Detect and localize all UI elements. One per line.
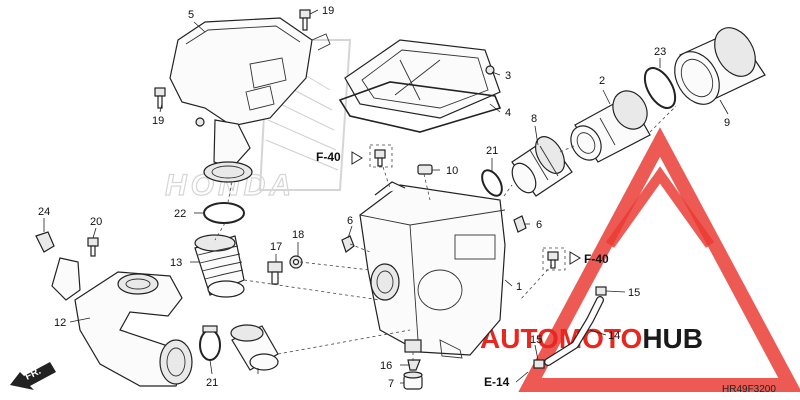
part-21-band-upper [481,169,503,197]
callout-10: 10 [446,165,458,177]
part-1-case [359,181,506,359]
part-20-bolt [87,237,99,257]
callout-20: 20 [90,216,102,228]
part-23-band [643,67,677,109]
part-21-band-lower [199,325,221,361]
part-10-grommet [417,164,433,175]
callout-8: 8 [531,113,537,125]
f40-connector-right [542,247,581,271]
part-12-inlet-duct [51,257,193,387]
ref-f40-left: F-40 [316,150,341,164]
part-8-tube [511,136,573,197]
callout-15-lower: 15 [530,334,542,346]
callout-4: 4 [505,107,511,119]
honda-wing-logo: HONDA [164,39,352,203]
part-7-plug [403,371,423,390]
part-6-clip-right [513,215,527,233]
callout-9: 9 [724,117,730,129]
callout-19-left: 19 [152,115,164,127]
front-arrow: FR. [10,362,56,390]
part-9-foam-sleeve [674,27,766,105]
part-13-intake-rubber [194,234,245,298]
callout-17: 17 [270,241,282,253]
assembly-lines [214,105,677,362]
callout-15-right: 15 [628,287,640,299]
callout-21-lower: 21 [206,377,218,389]
callout-6-left: 6 [347,215,353,227]
callout-23: 23 [654,46,666,58]
part-19-bolt-top [299,9,311,31]
part-3-element-frame [344,39,501,119]
callout-19-top: 19 [322,5,334,17]
part-14-drain-tube [544,296,604,366]
callout-2: 2 [599,75,605,87]
diagram-code: HR49F3200 [722,384,776,395]
callout-13: 13 [170,257,182,269]
part-11-joint [230,324,279,371]
part-19-bolt-left [154,87,166,109]
callout-24: 24 [38,206,50,218]
watermark-part1: AUTOMOTO [480,323,642,354]
callout-14: 14 [608,330,620,342]
callout-16: 16 [380,360,392,372]
callout-1: 1 [516,281,522,293]
part-2-element [570,90,651,163]
callout-5: 5 [188,9,194,21]
part-18-grommet [289,255,303,269]
part-6-clip-left [341,235,355,253]
watermark-text: AUTOMOTOHUB [480,323,703,354]
grommet [195,117,205,127]
watermark-part2: HUB [642,323,703,354]
part-16-clip [407,359,421,371]
callout-12: 12 [54,317,66,329]
part-24-clip [35,231,55,253]
callout-6-right: 6 [536,219,542,231]
callout-3: 3 [505,70,511,82]
f40-connector-left [351,144,393,168]
part-5-cover [169,17,331,183]
callout-18: 18 [292,229,304,241]
callout-7: 7 [388,378,394,390]
part-17-sensor [267,261,283,285]
part-22-band [203,202,245,224]
leader-lines [43,9,729,384]
ref-e14: E-14 [484,375,510,389]
ref-f40-right: F-40 [584,252,609,266]
part-4-seal [338,81,502,133]
callout-21-upper: 21 [486,145,498,157]
watermark-triangle [518,127,800,392]
callout-22: 22 [174,208,186,220]
